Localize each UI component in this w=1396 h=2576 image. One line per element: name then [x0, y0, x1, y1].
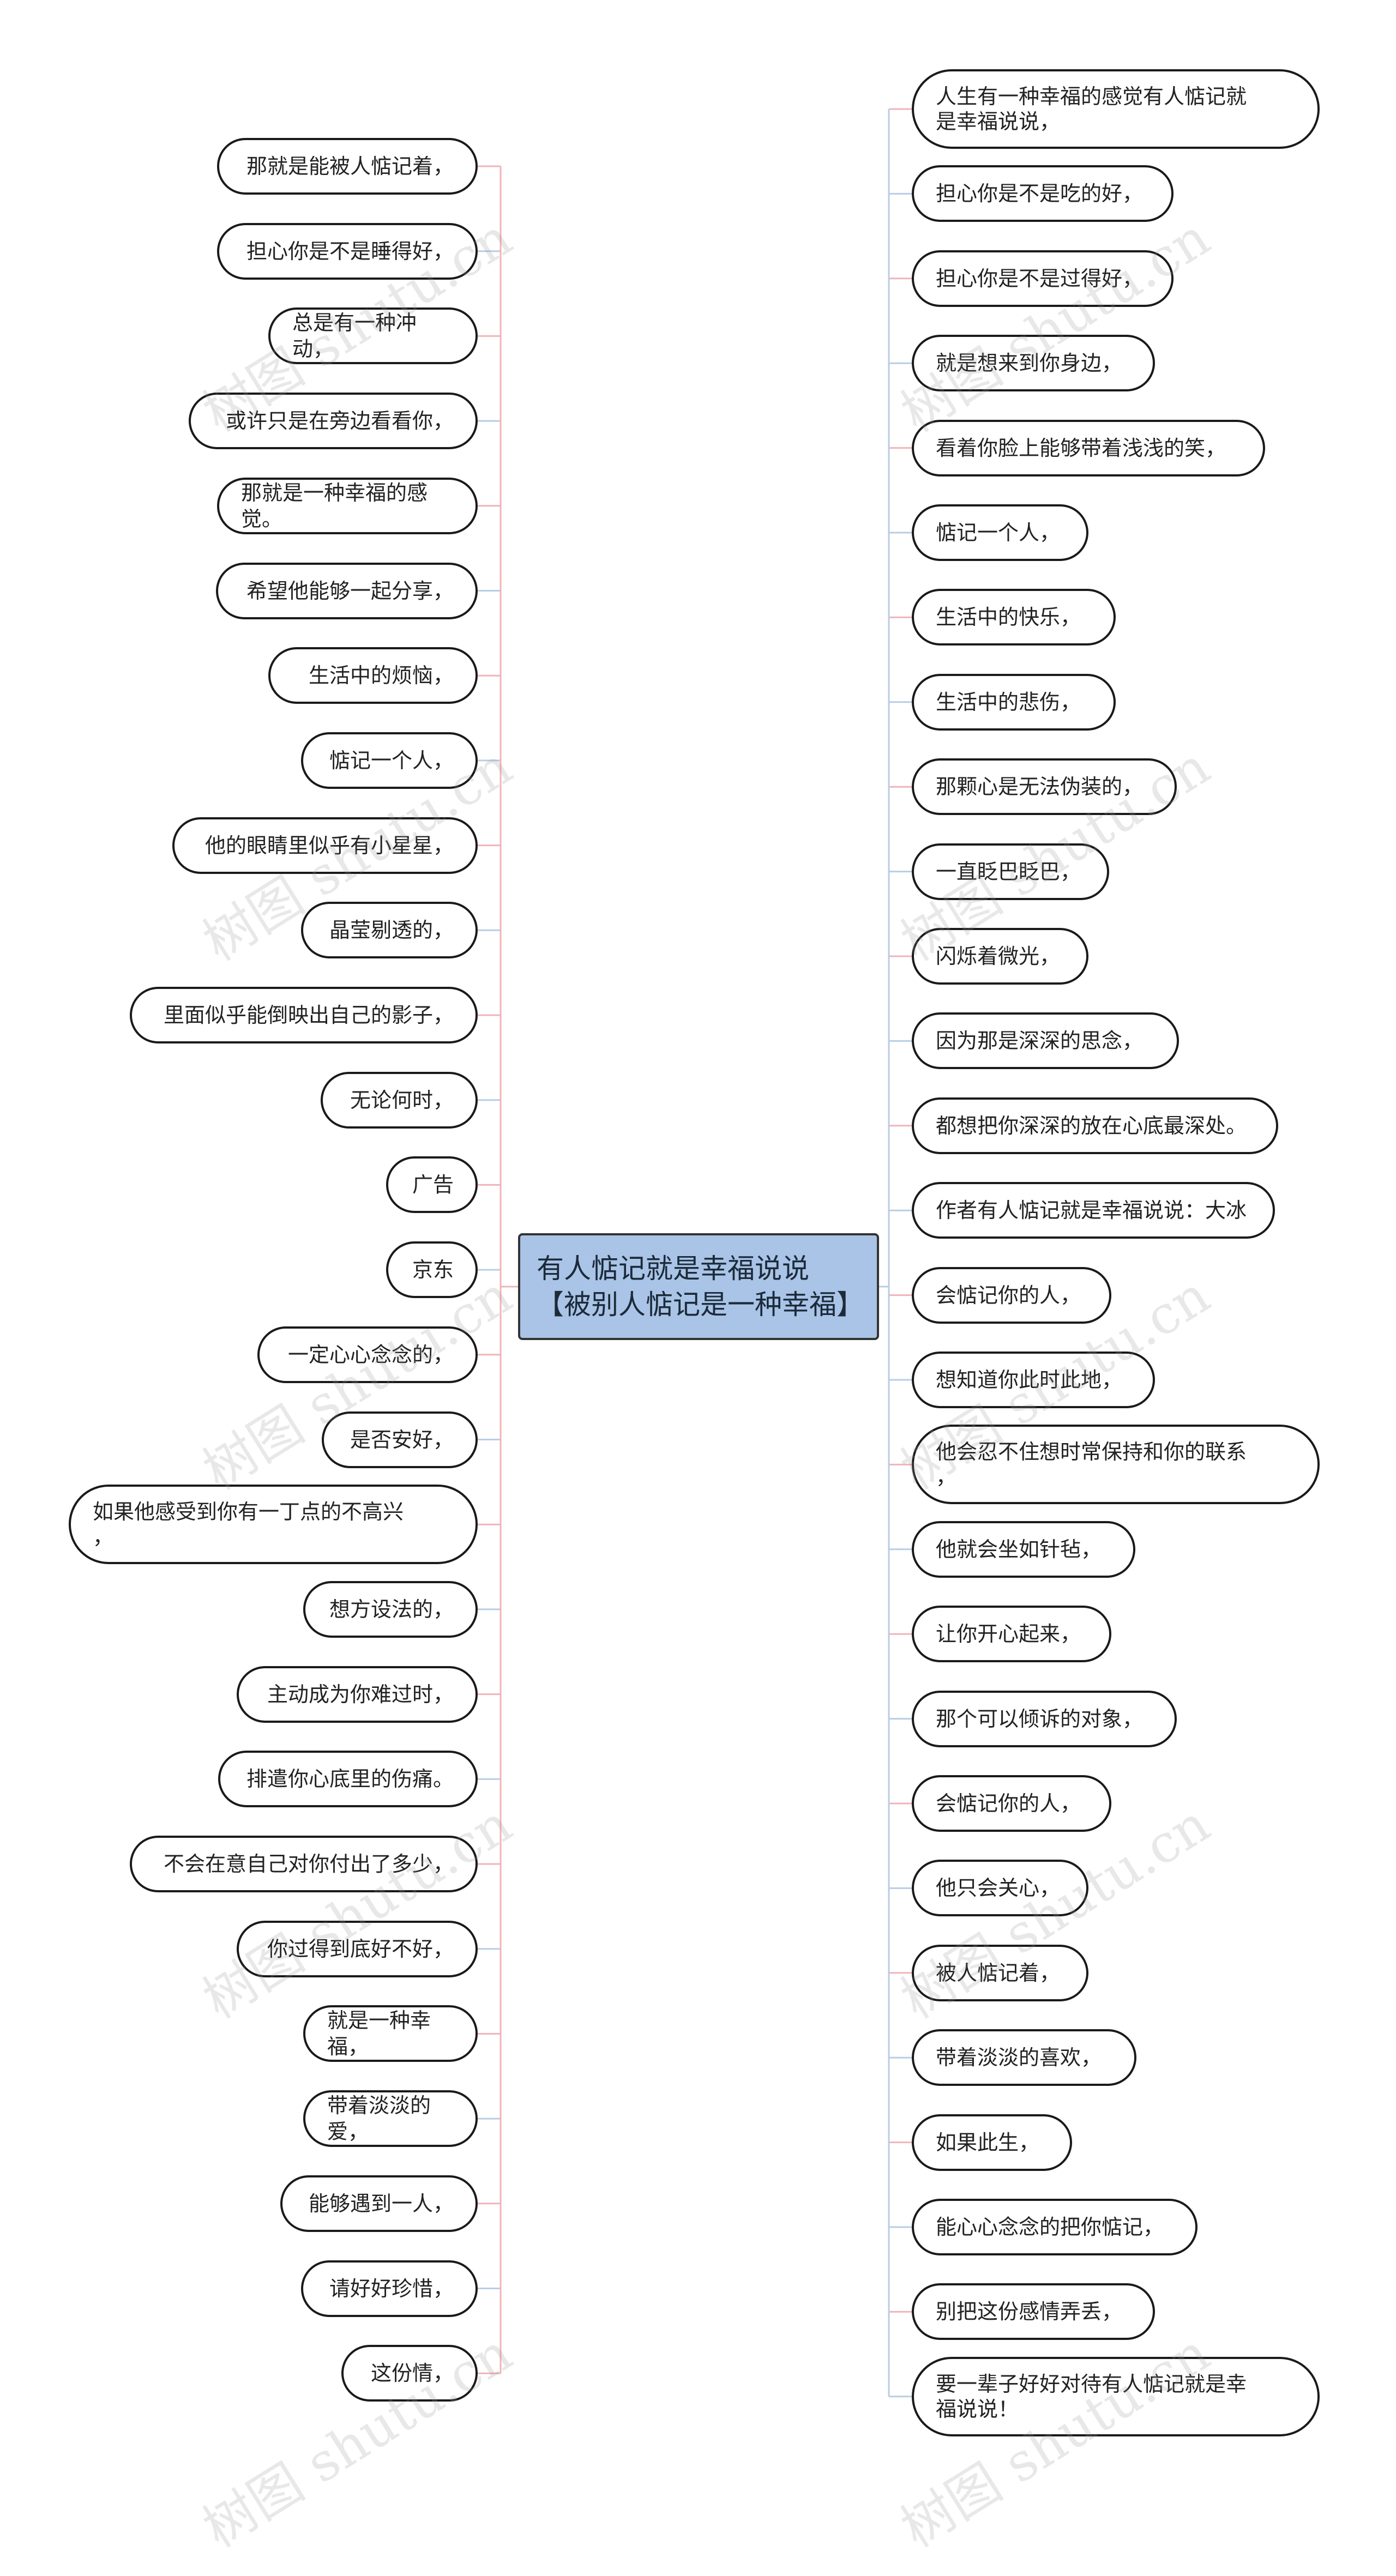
right-node[interactable]: 他只会关心，: [912, 1860, 1088, 1917]
left-node[interactable]: 他的眼睛里似乎有小星星，: [172, 817, 478, 874]
left-node[interactable]: 那就是能被人惦记着，: [217, 138, 478, 195]
left-node[interactable]: 担心你是不是睡得好，: [217, 222, 478, 280]
left-node[interactable]: 就是一种幸福，: [303, 2005, 478, 2062]
left-node[interactable]: 请好好珍惜，: [301, 2260, 478, 2317]
right-node[interactable]: 想知道你此时此地，: [912, 1352, 1155, 1408]
right-node[interactable]: 如果此生，: [912, 2114, 1072, 2171]
left-node[interactable]: 希望他能够一起分享，: [216, 562, 478, 619]
left-node[interactable]: 如果他感受到你有一丁点的不高兴 ，: [69, 1485, 478, 1565]
left-node[interactable]: 不会在意自己对你付出了多少，: [130, 1836, 478, 1892]
left-node[interactable]: 想方设法的，: [303, 1580, 478, 1638]
right-node[interactable]: 因为那是深深的思念，: [912, 1012, 1179, 1070]
left-node[interactable]: 总是有一种冲动，: [268, 307, 478, 365]
left-node[interactable]: 排遣你心底里的伤痛。: [218, 1751, 478, 1808]
right-node[interactable]: 那颗心是无法伪装的，: [912, 758, 1177, 816]
left-node[interactable]: 带着淡淡的爱，: [303, 2090, 478, 2147]
right-node[interactable]: 能心心念念的把你惦记，: [912, 2199, 1198, 2255]
right-node[interactable]: 生活中的悲伤，: [912, 673, 1116, 731]
left-node[interactable]: 晶莹剔透的，: [301, 902, 478, 959]
right-node[interactable]: 带着淡淡的喜欢，: [912, 2029, 1136, 2086]
right-node[interactable]: 担心你是不是吃的好，: [912, 165, 1174, 222]
left-node[interactable]: 或许只是在旁边看看你，: [189, 393, 478, 450]
right-node[interactable]: 会惦记你的人，: [912, 1775, 1111, 1832]
right-node[interactable]: 他就会坐如针毡，: [912, 1521, 1135, 1578]
right-node[interactable]: 会惦记你的人，: [912, 1266, 1111, 1324]
right-node[interactable]: 闪烁着微光，: [912, 928, 1088, 985]
right-node[interactable]: 看着你脸上能够带着浅浅的笑，: [912, 419, 1265, 476]
left-node[interactable]: 京东: [386, 1241, 478, 1299]
left-node[interactable]: 能够遇到一人，: [280, 2175, 478, 2232]
left-node[interactable]: 里面似乎能倒映出自己的影子，: [130, 987, 478, 1043]
right-node[interactable]: 作者有人惦记就是幸福说说：大冰: [912, 1182, 1275, 1239]
left-node[interactable]: 一定心心念念的，: [257, 1326, 478, 1383]
right-node[interactable]: 都想把你深深的放在心底最深处。: [912, 1097, 1278, 1154]
root-node[interactable]: 有人惦记就是幸福说说【被别人惦记是一种幸福】: [518, 1233, 879, 1340]
right-node[interactable]: 他会忍不住想时常保持和你的联系 ，: [912, 1425, 1320, 1505]
left-node[interactable]: 惦记一个人，: [301, 732, 478, 789]
right-node[interactable]: 惦记一个人，: [912, 504, 1088, 561]
left-node[interactable]: 主动成为你难过时，: [237, 1666, 478, 1723]
left-node[interactable]: 这份情，: [341, 2345, 478, 2402]
left-node[interactable]: 那就是一种幸福的感觉。: [217, 477, 478, 534]
left-node[interactable]: 是否安好，: [322, 1411, 478, 1468]
right-node[interactable]: 别把这份感情弄丢，: [912, 2283, 1155, 2340]
right-node[interactable]: 要一辈子好好对待有人惦记就是幸 福说说！: [912, 2356, 1320, 2436]
right-node[interactable]: 生活中的快乐，: [912, 589, 1116, 646]
left-node[interactable]: 你过得到底好不好，: [237, 1920, 478, 1977]
right-node[interactable]: 那个可以倾诉的对象，: [912, 1690, 1177, 1747]
right-node[interactable]: 让你开心起来，: [912, 1606, 1111, 1663]
right-node[interactable]: 人生有一种幸福的感觉有人惦记就 是幸福说说，: [912, 69, 1320, 149]
right-node[interactable]: 担心你是不是过得好，: [912, 250, 1174, 307]
left-node[interactable]: 无论何时，: [321, 1071, 478, 1129]
right-node[interactable]: 一直眨巴眨巴，: [912, 843, 1109, 900]
left-node[interactable]: 广告: [386, 1156, 478, 1214]
left-node[interactable]: 生活中的烦恼，: [268, 647, 478, 704]
right-node[interactable]: 被人惦记着，: [912, 1944, 1088, 2001]
right-node[interactable]: 就是想来到你身边，: [912, 335, 1155, 392]
